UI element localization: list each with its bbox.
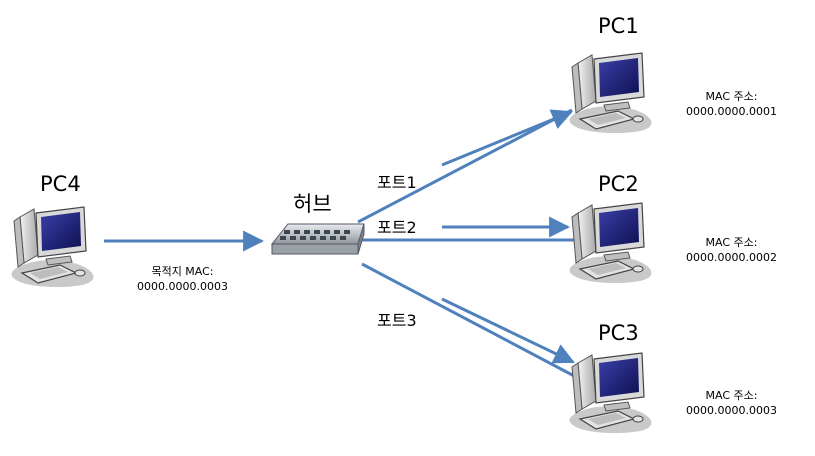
pc2-mac-value: 0000.0000.0002 [686,251,777,264]
pc3-title: PC3 [598,321,639,345]
link-hub-to-pc1-arrow [441,109,573,167]
link-hub-to-pc3 [361,262,579,380]
port3-label: 포트3 [377,311,417,330]
destination-mac-caption: 목적지 MAC: [151,265,214,278]
port1-label: 포트1 [377,173,417,192]
pc2-title: PC2 [598,172,639,196]
pc1-mac-caption: MAC 주소: [705,90,758,103]
network-hub-icon [270,223,365,255]
pc3-desktop-computer-icon [568,352,653,434]
link-hub-to-pc3-arrow [441,297,575,364]
pc4-desktop-computer-icon [10,206,95,288]
hub-title: 허브 [293,192,332,216]
destination-mac-label: 목적지 MAC: 0000.0000.0003 [137,264,228,294]
pc3-mac-value: 0000.0000.0003 [686,404,777,417]
pc2-mac-caption: MAC 주소: [705,236,758,249]
destination-mac-value: 0000.0000.0003 [137,280,228,293]
pc1-mac-label: MAC 주소: 0000.0000.0001 [686,89,777,119]
pc2-desktop-computer-icon [568,202,653,284]
pc2-mac-label: MAC 주소: 0000.0000.0002 [686,235,777,265]
link-hub-to-pc1 [357,108,573,224]
pc1-desktop-computer-icon [568,52,653,134]
pc1-title: PC1 [598,14,639,38]
links [104,108,579,380]
pc3-mac-caption: MAC 주소: [705,389,758,402]
pc1-mac-value: 0000.0000.0001 [686,105,777,118]
pc3-mac-label: MAC 주소: 0000.0000.0003 [686,388,777,418]
port2-label: 포트2 [377,218,417,237]
pc4-title: PC4 [40,172,81,196]
